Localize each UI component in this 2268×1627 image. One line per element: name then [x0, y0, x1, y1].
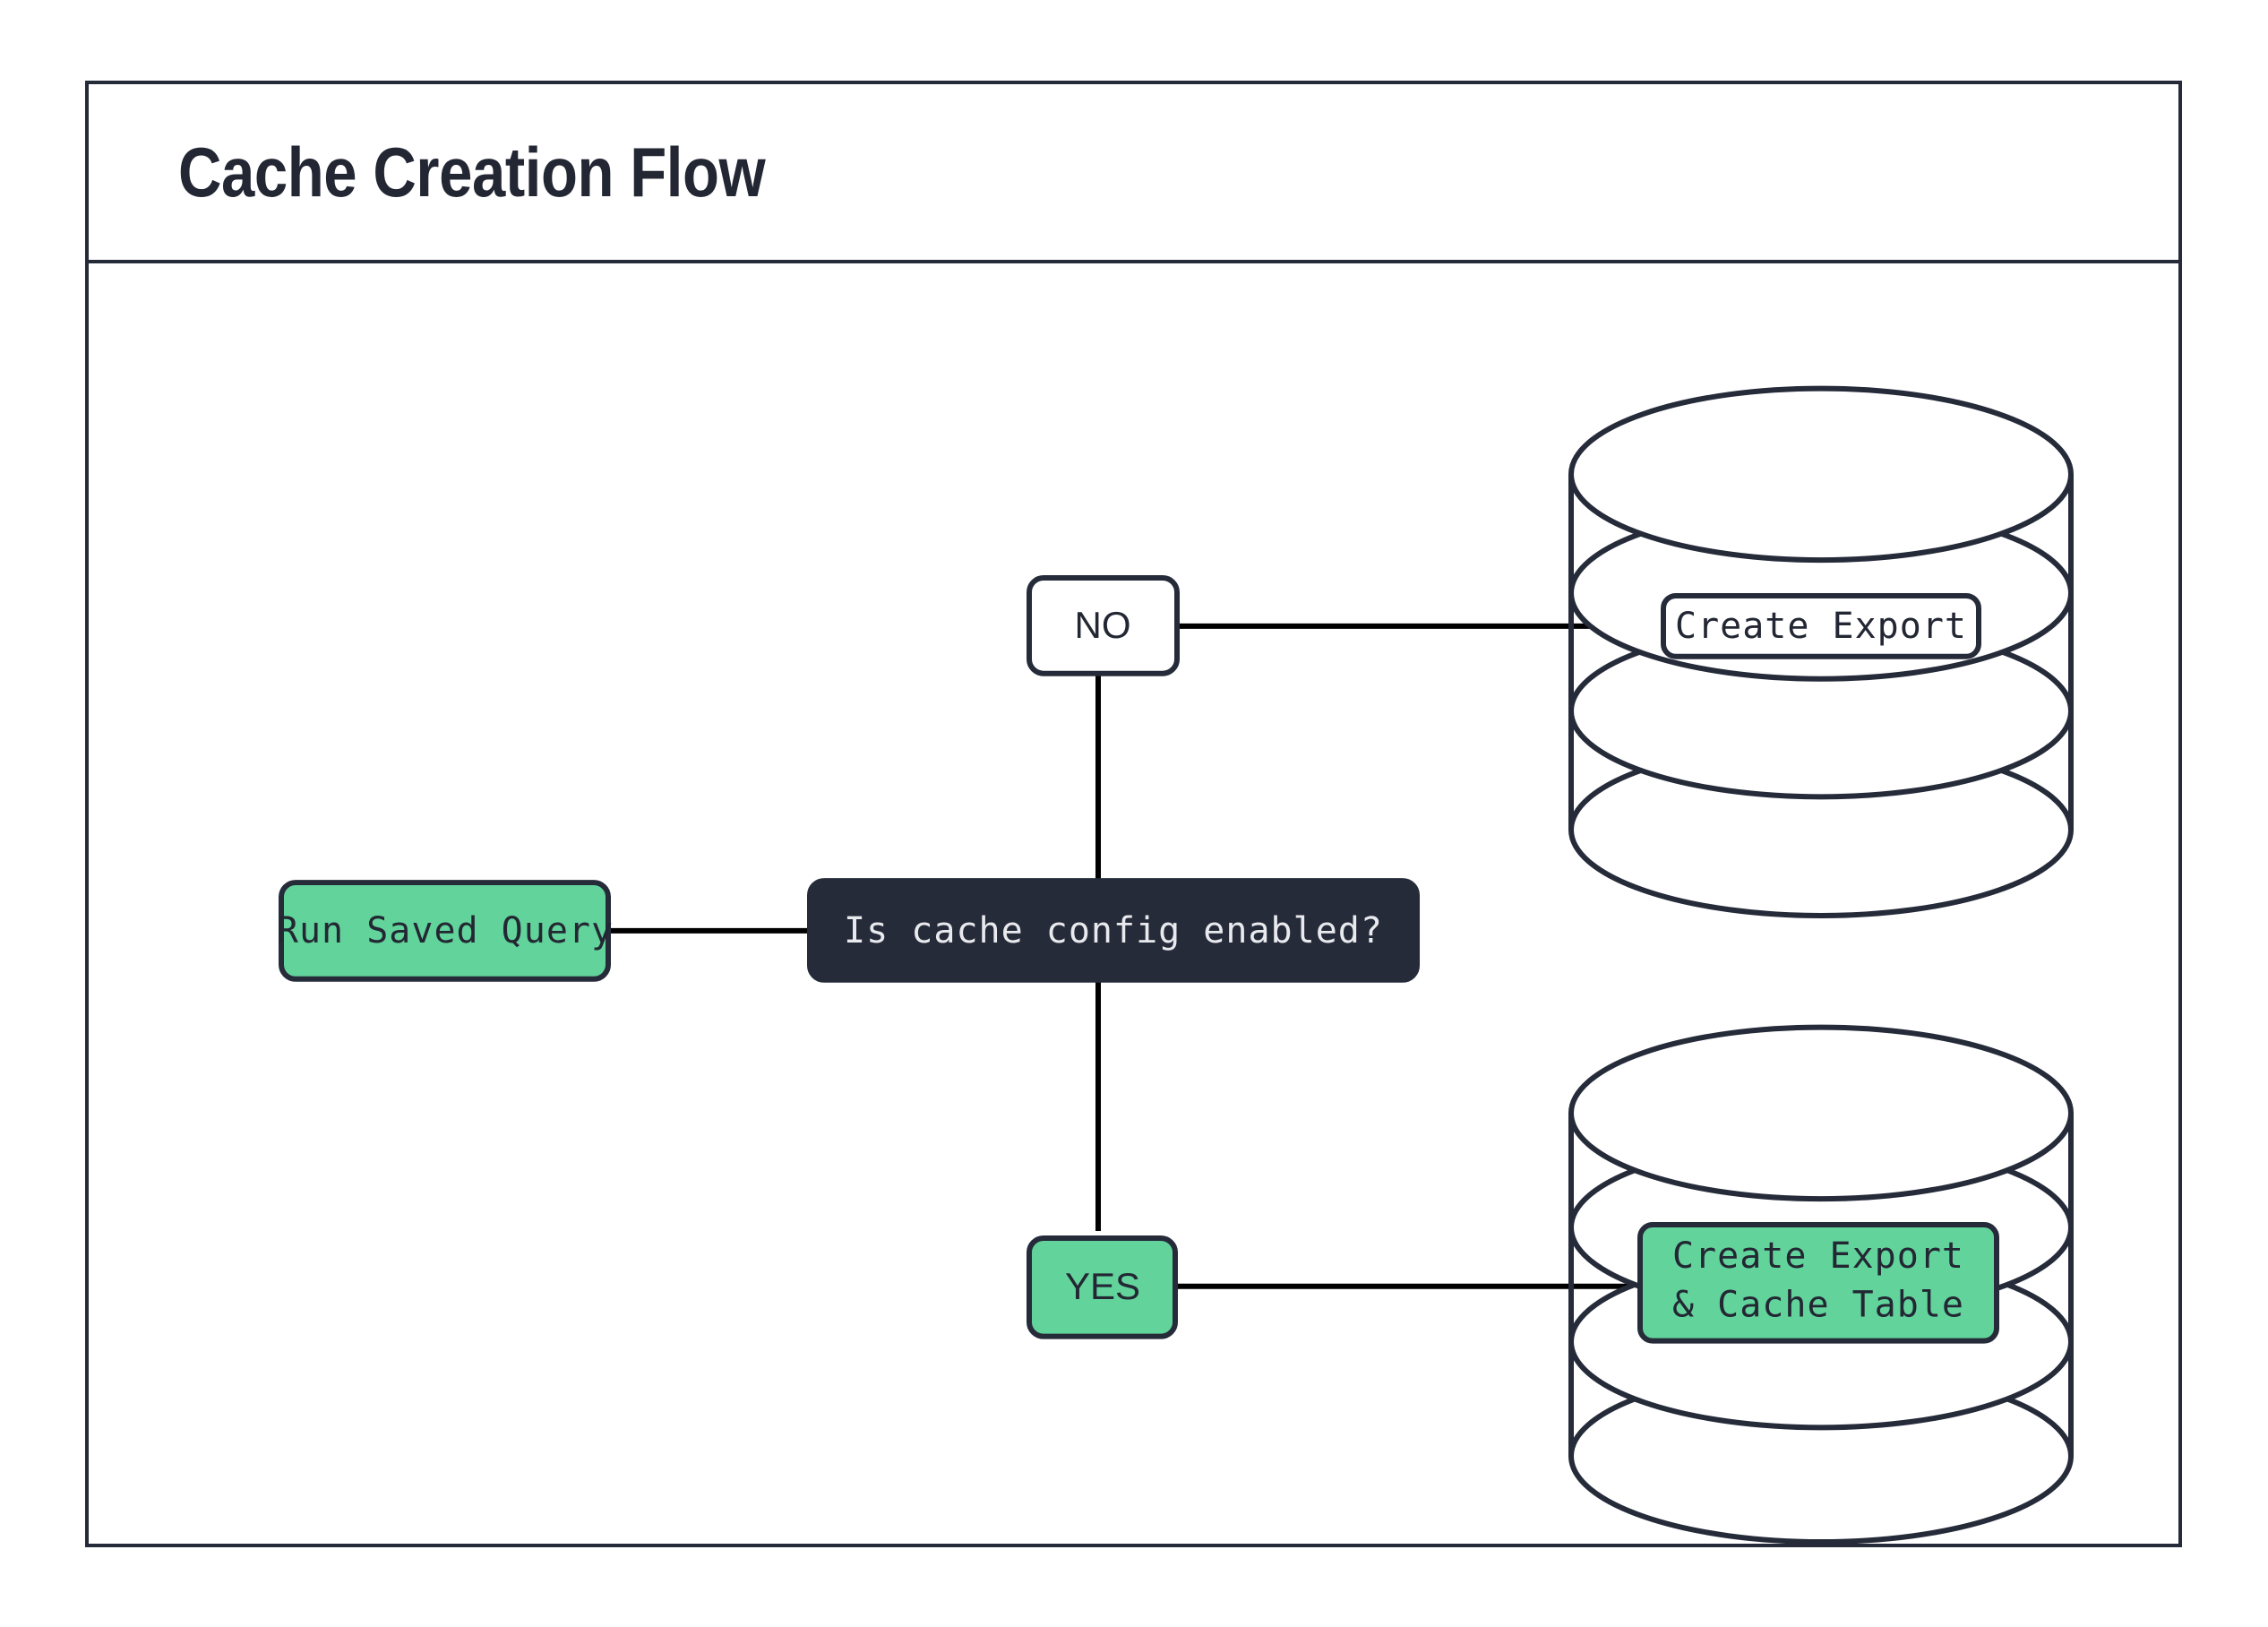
flowchart-svg: Create Export Create Export & Cache Tabl… — [277, 385, 2074, 1545]
db-label-create-export-cache-line1: Create Export — [1672, 1235, 1964, 1277]
cylinder2-disc-1 — [1568, 1024, 2074, 1202]
decision-box[interactable] — [807, 878, 1420, 983]
run-saved-query-box[interactable] — [279, 880, 611, 982]
branch-yes-label: YES — [1065, 1265, 1140, 1307]
diagram-canvas: Create Export Create Export & Cache Tabl… — [89, 263, 2178, 1545]
node-branch-yes[interactable]: YES — [1027, 1235, 1178, 1339]
cylinder-disc-1 — [1568, 385, 2074, 564]
node-is-cache-config-enabled[interactable]: Is cache config enabled? — [807, 878, 1420, 983]
db-label-chip-create-export[interactable] — [1661, 592, 1981, 659]
branch-no-box[interactable] — [1027, 575, 1180, 676]
branch-yes-box[interactable] — [1027, 1235, 1178, 1339]
database-stack-export: Create Export — [1568, 385, 2074, 918]
run-saved-query-label: Run Saved Query — [277, 910, 614, 951]
db-label-create-export-cache-line2: & Cache Table — [1672, 1285, 1964, 1326]
page-title: Cache Creation Flow — [178, 132, 766, 211]
node-branch-no[interactable]: NO — [1027, 575, 1180, 676]
node-run-saved-query[interactable]: Run Saved Query — [277, 880, 614, 982]
decision-label: Is cache config enabled? — [844, 910, 1383, 951]
diagram-frame: Cache Creation Flow — [85, 81, 2182, 1547]
db-label-chip-create-export-cache[interactable] — [1637, 1222, 1999, 1344]
branch-no-label: NO — [1075, 604, 1131, 646]
diagram-header: Cache Creation Flow — [89, 84, 2178, 263]
db-label-create-export: Create Export — [1675, 606, 1967, 647]
database-stack-export-cache: Create Export & Cache Table — [1568, 1024, 2074, 1545]
